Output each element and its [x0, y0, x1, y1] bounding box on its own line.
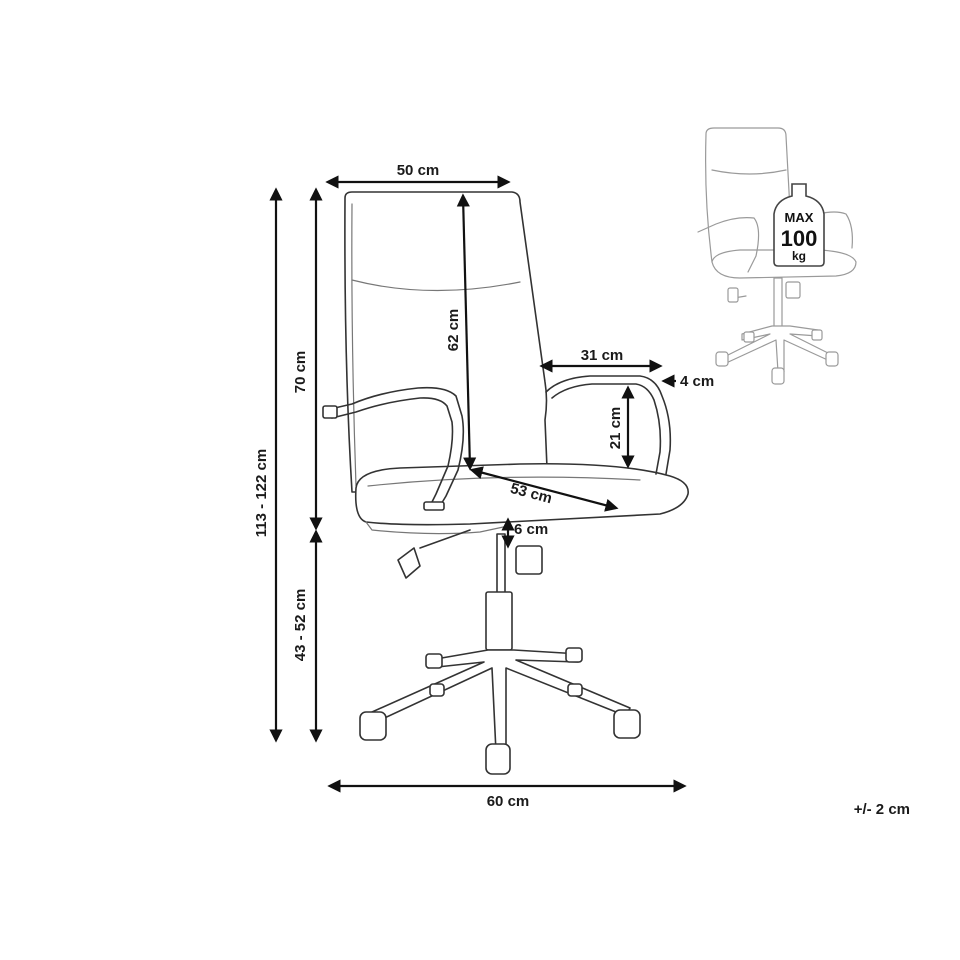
label-armrest-length: 31 cm	[581, 347, 624, 364]
gas-cylinder	[485, 591, 513, 651]
left-armrest-cap	[322, 405, 338, 419]
label-seat-thickness: 6 cm	[514, 521, 548, 538]
label-back-height: 70 cm	[292, 351, 309, 394]
star-base	[371, 649, 631, 753]
label-tolerance: +/- 2 cm	[854, 801, 910, 818]
lever-handle	[397, 547, 421, 579]
casters	[359, 647, 641, 775]
badge-100: 100	[781, 226, 818, 251]
backrest-inner-edge	[351, 203, 357, 487]
label-backrest-width: 50 cm	[397, 162, 440, 179]
weight-capacity-badge: MAX 100 kg	[773, 183, 825, 267]
label-base-width: 60 cm	[487, 793, 530, 810]
thumbnail-chair: MAX 100 kg	[697, 127, 857, 385]
dimension-arrows	[269, 175, 687, 793]
left-armrest-foot	[423, 501, 445, 511]
backrest	[344, 191, 549, 493]
seat-underside	[365, 521, 509, 535]
backrest-seam	[351, 279, 521, 292]
mechanism-knob	[515, 545, 543, 575]
main-chair-drawing	[322, 191, 689, 775]
label-backrest-height: 62 cm	[445, 309, 462, 352]
gas-cylinder-top	[496, 533, 506, 595]
dimension-labels: 50 cm 62 cm 70 cm 113 - 122 cm 43 - 52 c…	[253, 162, 910, 818]
label-total-height: 113 - 122 cm	[253, 449, 270, 537]
left-armrest-inner	[331, 397, 454, 507]
label-armrest-height: 21 cm	[607, 407, 624, 450]
weight-icon	[773, 183, 825, 267]
badge-kg: kg	[792, 249, 806, 263]
right-armrest-inner	[551, 383, 662, 475]
label-seat-height: 43 - 52 cm	[292, 589, 309, 662]
lever	[419, 529, 471, 549]
badge-max: MAX	[785, 210, 814, 225]
right-armrest	[545, 375, 672, 475]
label-armrest-width: 4 cm	[680, 373, 714, 390]
